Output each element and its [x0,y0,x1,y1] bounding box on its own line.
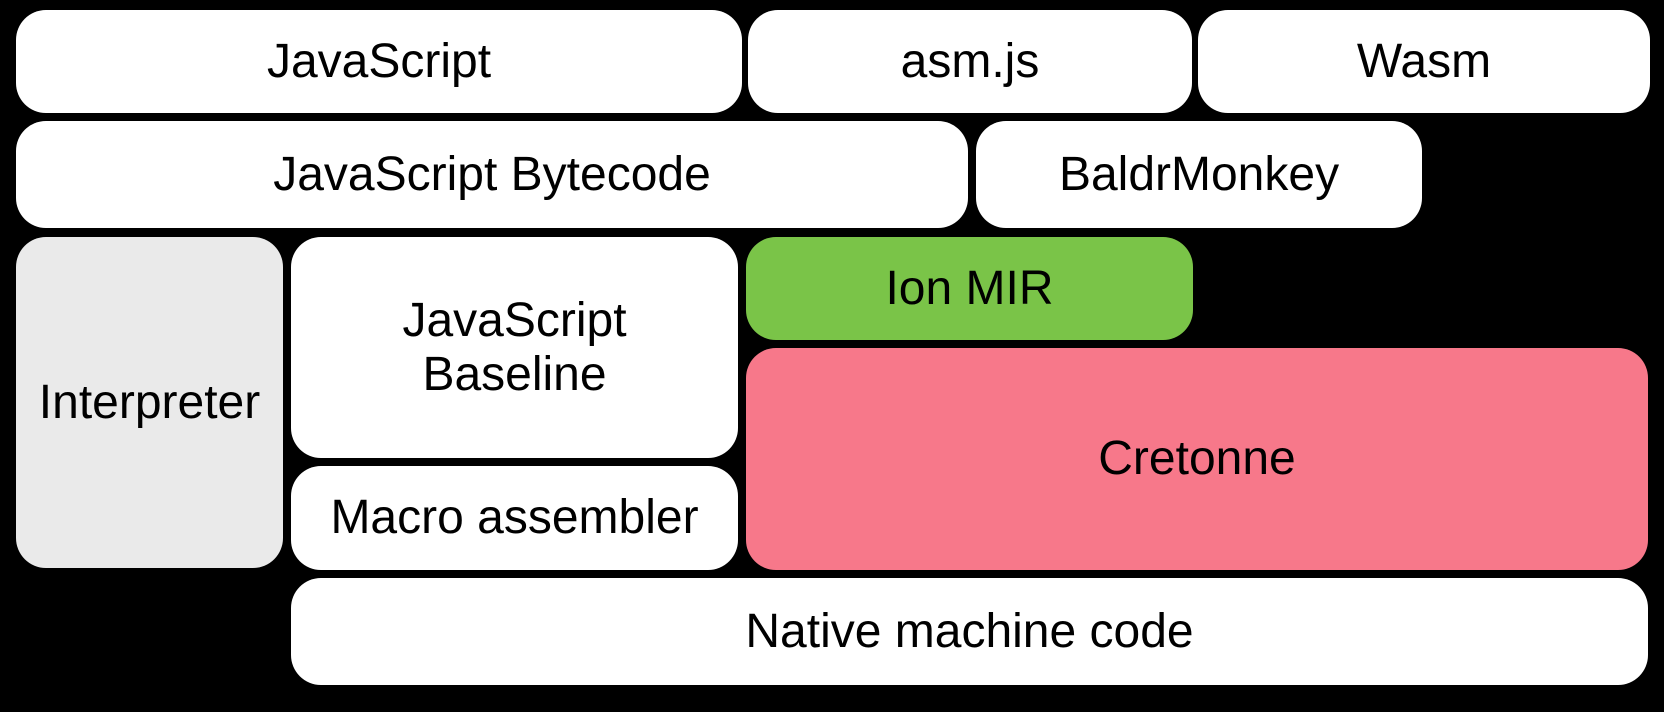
box-baldrmonkey-label: BaldrMonkey [1058,147,1340,201]
box-macro-assembler-label: Macro assembler [330,491,699,545]
box-macro-assembler: Macro assembler [291,466,738,570]
box-asmjs-label: asm.js [900,34,1040,88]
box-interpreter-label: Interpreter [38,375,261,429]
box-javascript-bytecode: JavaScript Bytecode [16,121,968,228]
box-native-machine-code: Native machine code [291,578,1648,685]
box-ion-mir-label: Ion MIR [885,261,1054,315]
box-javascript-baseline: JavaScript Baseline [291,237,738,458]
box-baldrmonkey: BaldrMonkey [976,121,1422,228]
box-asmjs: asm.js [748,10,1192,113]
box-javascript-label: JavaScript [266,34,492,88]
box-javascript-baseline-label: JavaScript Baseline [402,293,627,401]
box-javascript: JavaScript [16,10,742,113]
box-cretonne-label: Cretonne [1098,432,1296,486]
box-wasm: Wasm [1198,10,1650,113]
box-cretonne: Cretonne [746,348,1648,570]
box-javascript-bytecode-label: JavaScript Bytecode [273,147,711,201]
box-ion-mir: Ion MIR [746,237,1193,340]
box-native-machine-code-label: Native machine code [745,604,1194,658]
box-wasm-label: Wasm [1356,34,1492,88]
box-interpreter: Interpreter [16,237,283,568]
